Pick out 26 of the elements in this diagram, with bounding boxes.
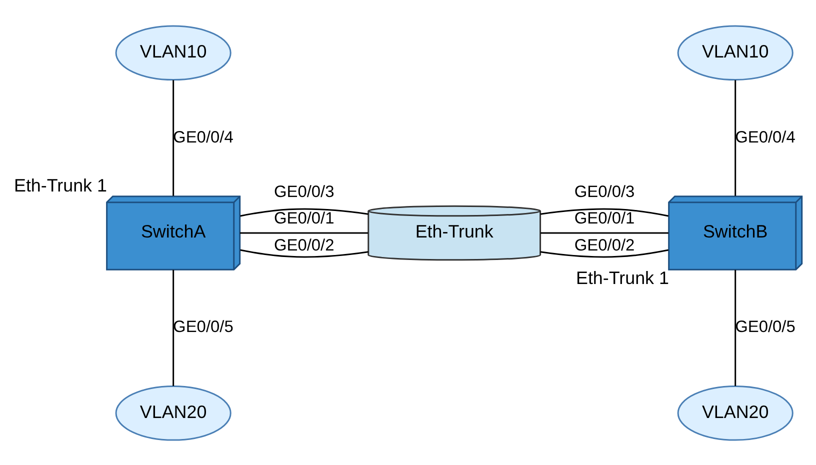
edge-label: GE0/0/2	[574, 236, 635, 254]
connector	[172, 80, 174, 196]
node-ellipse: VLAN10	[115, 24, 232, 80]
connector	[172, 269, 174, 386]
connector	[240, 232, 368, 234]
connector	[540, 232, 668, 234]
node-ellipse: VLAN20	[677, 384, 794, 440]
edge-label: GE0/0/1	[274, 209, 334, 228]
node-label: Eth-Trunk 1	[576, 267, 669, 288]
node-ellipse: VLAN10	[677, 24, 794, 80]
edge-label: GE0/0/5	[173, 318, 234, 336]
connector	[540, 208, 669, 216]
node-ellipse: VLAN20	[115, 384, 232, 440]
connector	[734, 269, 736, 386]
connector	[240, 248, 368, 258]
connector	[540, 248, 669, 258]
edge-label: GE0/0/5	[735, 318, 796, 336]
edge-label: GE0/0/4	[173, 128, 234, 146]
edge-label: GE0/0/4	[735, 128, 796, 146]
connector	[240, 208, 368, 216]
edge-label: GE0/0/2	[274, 236, 334, 254]
edge-label: GE0/0/3	[274, 182, 334, 200]
edge-label: GE0/0/3	[574, 182, 635, 200]
edge-label: GE0/0/1	[574, 209, 635, 228]
node-label: Eth-Trunk 1	[14, 174, 107, 195]
connector	[734, 80, 736, 196]
